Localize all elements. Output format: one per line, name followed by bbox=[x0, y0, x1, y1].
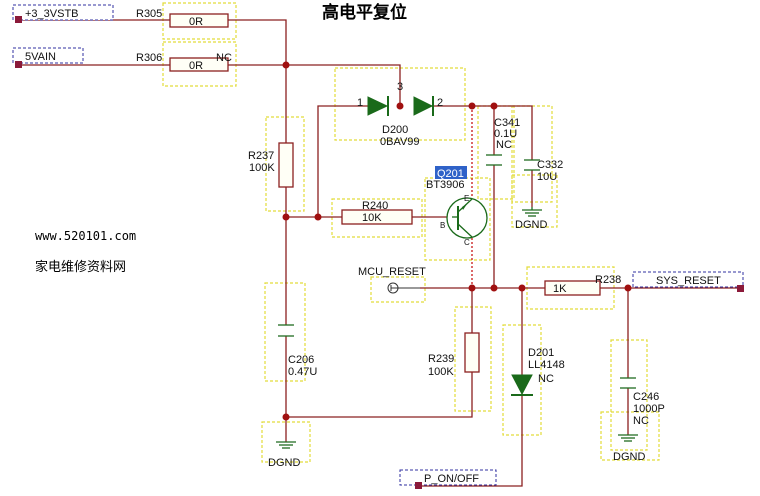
d201-ref: D201 bbox=[528, 347, 554, 359]
port-vain bbox=[12, 47, 84, 64]
port-sys-reset bbox=[632, 271, 744, 288]
r239-value: 100K bbox=[428, 366, 454, 378]
d200-pin2: 2 bbox=[437, 97, 443, 109]
port-vain-label: 5VAIN bbox=[25, 51, 56, 63]
diodes bbox=[367, 96, 533, 396]
r305-ref: R305 bbox=[136, 8, 162, 20]
r305-value: 0R bbox=[189, 16, 203, 28]
junction-dots bbox=[282, 61, 632, 421]
q201-transistor bbox=[446, 197, 488, 239]
r238-ref: R238 bbox=[595, 274, 621, 286]
r239-ref: R239 bbox=[428, 353, 454, 365]
r237-ref: R237 bbox=[248, 150, 274, 162]
q201-ref: Q201 bbox=[437, 168, 464, 180]
capacitors bbox=[278, 154, 636, 389]
q201-value: BT3906 bbox=[426, 179, 465, 191]
r306-value: 0R bbox=[189, 60, 203, 72]
port-p-on-off-label: P_ON/OFF bbox=[424, 473, 479, 485]
r240-ref: R240 bbox=[362, 200, 388, 212]
ground-symbols bbox=[276, 207, 638, 449]
c246-note: NC bbox=[633, 415, 649, 427]
d200-value: 0BAV99 bbox=[380, 136, 420, 148]
c206-ref: C206 bbox=[288, 354, 314, 366]
r238-value: 1K bbox=[553, 283, 567, 295]
c341-ref: C341 bbox=[494, 117, 520, 129]
c206-value: 0.47U bbox=[288, 366, 317, 378]
q201-pin-e: E bbox=[464, 194, 469, 203]
watermark: www.520101.com 家电维修资料网 bbox=[35, 229, 136, 275]
port-sys-reset-label: SYS_RESET bbox=[656, 275, 721, 287]
c246-value: 1000P bbox=[633, 403, 665, 415]
r239-body bbox=[464, 332, 480, 373]
watermark-site: 家电维修资料网 bbox=[35, 259, 126, 275]
d201-value: LL4148 bbox=[528, 359, 565, 371]
r305-body bbox=[169, 13, 229, 28]
port-vstb-label: +3_3VSTB bbox=[25, 8, 79, 20]
watermark-url: www.520101.com bbox=[35, 229, 136, 243]
d200-ref: D200 bbox=[382, 124, 408, 136]
port-p-on-off bbox=[399, 469, 497, 486]
resistors bbox=[169, 13, 601, 373]
r240-body bbox=[341, 209, 413, 225]
r238-body bbox=[544, 280, 601, 296]
d200-pin3: 3 bbox=[397, 81, 403, 93]
c341-note: NC bbox=[496, 139, 512, 151]
q201-pin-b: B bbox=[440, 221, 445, 230]
q201-ref-highlight bbox=[435, 166, 467, 179]
q201-pin-c: C bbox=[464, 238, 470, 247]
r237-body bbox=[278, 142, 294, 188]
r306-note: NC bbox=[216, 52, 232, 64]
diagram-title: 高电平复位 bbox=[322, 2, 407, 23]
r240-value: 10K bbox=[362, 212, 382, 224]
c332-value: 10U bbox=[537, 171, 557, 183]
port-mcu-reset-label: MCU_RESET bbox=[358, 266, 426, 278]
d200-pin1: 1 bbox=[357, 97, 363, 109]
ports: +3_3VSTB 5VAIN SYS_RESET P_ON/OFF MCU_RE… bbox=[12, 4, 744, 489]
c246-ground: DGND bbox=[613, 451, 645, 463]
c246-ref: C246 bbox=[633, 391, 659, 403]
r237-value: 100K bbox=[249, 162, 275, 174]
d201-note: NC bbox=[538, 373, 554, 385]
c206-ground: DGND bbox=[268, 457, 300, 469]
r306-ref: R306 bbox=[136, 52, 162, 64]
part-labels: 高电平复位 R305 0R R306 0R NC 3 1 2 D200 0BAV… bbox=[136, 2, 665, 469]
port-vstb bbox=[12, 4, 114, 21]
wires bbox=[20, 19, 742, 487]
component-boxes bbox=[162, 2, 660, 463]
c332-ground: DGND bbox=[515, 219, 547, 231]
c341-value: 0.1U bbox=[494, 128, 517, 140]
c332-ref: C332 bbox=[537, 159, 563, 171]
r306-body bbox=[169, 57, 229, 72]
